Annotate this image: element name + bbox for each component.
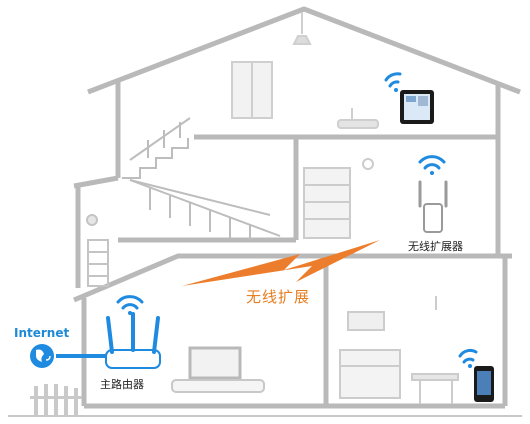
- wifi-icon: [458, 348, 478, 368]
- wifi-icon: [116, 295, 144, 315]
- wireless-extension-label: 无线扩展: [246, 288, 311, 306]
- middle-room-furniture: [303, 158, 374, 239]
- wifi-icon: [418, 155, 446, 175]
- tablet-icon: [400, 90, 434, 124]
- upper-staircase: [122, 117, 281, 240]
- main-router-label: 主路由器: [100, 378, 144, 391]
- kitchen-furniture: [339, 296, 459, 404]
- internet-label: Internet: [14, 326, 70, 340]
- attic-furniture: [231, 12, 379, 129]
- globe-icon: [30, 344, 54, 368]
- lightning-signal-icon: [182, 240, 380, 286]
- extender-icon: [418, 180, 448, 233]
- annex-staircase: [86, 214, 109, 287]
- wifi-icon: [384, 72, 402, 92]
- extender-label: 无线扩展器: [408, 240, 463, 253]
- house-outline: [73, 6, 521, 409]
- tv-set: [171, 346, 265, 393]
- phone-icon: [474, 366, 494, 402]
- router-icon: [105, 312, 161, 369]
- fence: [30, 384, 82, 416]
